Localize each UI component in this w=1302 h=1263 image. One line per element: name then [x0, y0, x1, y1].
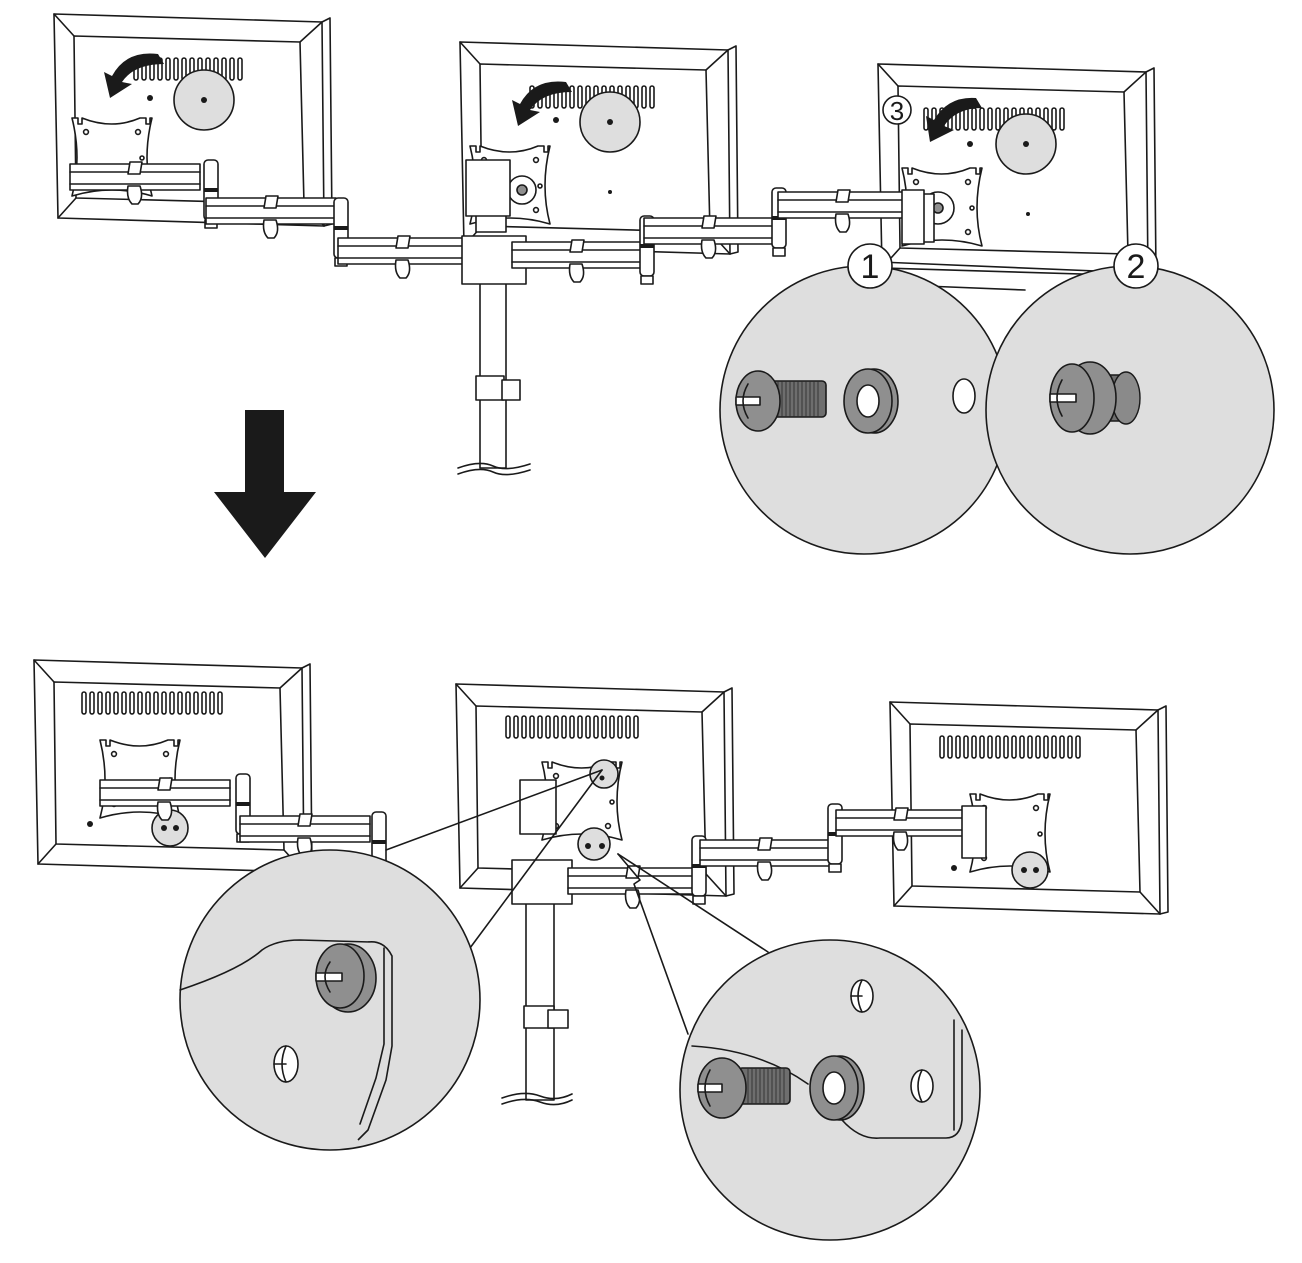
detail-callout-1: 1: [719, 243, 1009, 555]
vent-slots: [133, 57, 243, 81]
screw-icon: [735, 370, 827, 432]
spacer-screw-icon: [1049, 361, 1141, 435]
svg-text:3: 3: [890, 96, 904, 126]
svg-text:1: 1: [861, 248, 880, 286]
detail-view-washer-installed: [679, 939, 981, 1241]
down-arrow-icon: [214, 410, 316, 558]
pole: [501, 899, 573, 1106]
vent-slots: [81, 691, 223, 715]
bottom-panel-after: [33, 659, 1169, 1241]
svg-text:2: 2: [1127, 248, 1146, 286]
right-monitor: [889, 701, 1169, 915]
center-monitor: [455, 683, 735, 897]
top-panel-before: 3: [53, 13, 1275, 555]
vent-slots: [505, 715, 639, 739]
detail-source-2: [589, 759, 619, 789]
left-monitor: [53, 13, 333, 227]
left-monitor: [33, 659, 313, 873]
callout-3: 3: [882, 95, 912, 126]
vent-slots: [939, 735, 1081, 759]
rotate-arrow-icon: [104, 53, 164, 98]
washer-icon: [843, 368, 899, 434]
hub-clamp: [461, 159, 527, 285]
washer-icon: [809, 1055, 865, 1121]
rotate-arrow-icon: [926, 97, 982, 142]
rotate-arrow-icon: [512, 81, 572, 126]
arm-assembly-right: [567, 803, 987, 909]
detail-source-1: [577, 827, 611, 861]
screw-icon: [697, 1057, 791, 1119]
mount-hole: [952, 378, 976, 414]
arm-assembly-right: [511, 187, 925, 285]
detail-callout-2: 2: [985, 243, 1275, 555]
detail-view-spacer-installed: [179, 849, 481, 1151]
